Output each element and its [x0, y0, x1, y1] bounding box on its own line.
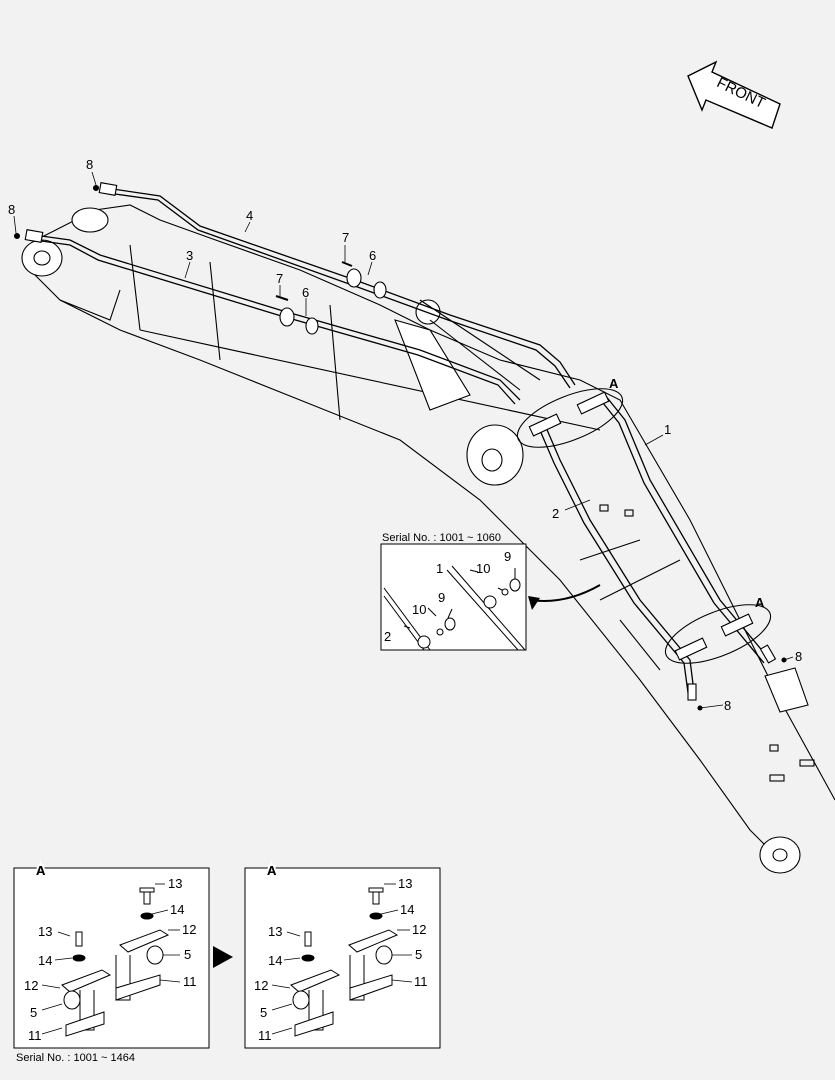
pipe-4	[105, 187, 576, 386]
box-left-14b: 14	[38, 953, 52, 968]
inset-detail: Serial No. : 1001 ~ 1060 1 10 9 9 10 2	[380, 532, 601, 651]
box-right-14d: 14	[268, 953, 282, 968]
front-arrow: FRONT	[687, 60, 781, 129]
box-right-5c: 5	[415, 947, 422, 962]
detail-box-left: A A 13	[13, 861, 210, 1049]
callout-7a: 7	[342, 230, 349, 245]
box-right-11c: 11	[414, 974, 428, 989]
transition-arrow	[213, 946, 233, 968]
box-right-13d: 13	[268, 924, 282, 939]
inset-callout-9a: 9	[504, 549, 511, 564]
box-left-14a: 14	[170, 902, 184, 917]
callout-8a: 8	[86, 157, 93, 172]
boom-body	[21, 204, 835, 874]
pipe-fittings	[13, 182, 787, 711]
box-right-12d: 12	[254, 978, 268, 993]
callout-6a: 6	[369, 248, 376, 263]
callout-2: 2	[552, 506, 559, 521]
bottom-serial-label: Serial No. : 1001 ~ 1464	[16, 1052, 135, 1064]
pipe-2	[544, 424, 696, 701]
inset-callout-2: 2	[384, 629, 391, 644]
inset-callout-10a: 10	[476, 561, 490, 576]
leader-lines	[13, 171, 794, 709]
box-right-5d: 5	[260, 1005, 267, 1020]
callout-8b: 8	[8, 202, 15, 217]
callout-4: 4	[246, 208, 253, 223]
box-right-title: A	[267, 863, 277, 878]
inset-callout-10b: 10	[412, 602, 426, 617]
box-left-12a: 12	[182, 922, 196, 937]
pipe-3	[33, 234, 521, 401]
inset-callout-1: 1	[436, 561, 443, 576]
callout-7b: 7	[276, 271, 283, 286]
callout-3: 3	[186, 248, 193, 263]
detail-a-marks	[516, 388, 772, 664]
box-left-11a: 11	[183, 974, 197, 989]
box-right-12c: 12	[412, 922, 426, 937]
box-left-5b: 5	[30, 1005, 37, 1020]
box-left-13a: 13	[168, 876, 182, 891]
box-left-5a: 5	[184, 947, 191, 962]
inset-serial-label: Serial No. : 1001 ~ 1060	[382, 532, 501, 544]
detail-box-right: A A 13	[244, 861, 441, 1049]
box-left-11b: 11	[28, 1028, 42, 1043]
callout-1: 1	[664, 422, 671, 437]
box-left-13b: 13	[38, 924, 52, 939]
box-right-14c: 14	[400, 902, 414, 917]
callout-8d: 8	[724, 698, 731, 713]
svg-text:A: A	[36, 863, 46, 878]
box-right-11d: 11	[258, 1028, 272, 1043]
box-left-12b: 12	[24, 978, 38, 993]
main-callouts: 8 8 4 3 7 6 7 6 A 1 2 A 8 8	[8, 157, 802, 713]
detail-a-upper: A	[609, 376, 619, 391]
detail-a-lower: A	[755, 595, 765, 610]
callout-6b: 6	[302, 285, 309, 300]
svg-text:A: A	[267, 863, 277, 878]
inset-callout-9b: 9	[438, 590, 445, 605]
box-left-title: A	[36, 863, 46, 878]
callout-8c: 8	[795, 649, 802, 664]
box-right-13c: 13	[398, 876, 412, 891]
